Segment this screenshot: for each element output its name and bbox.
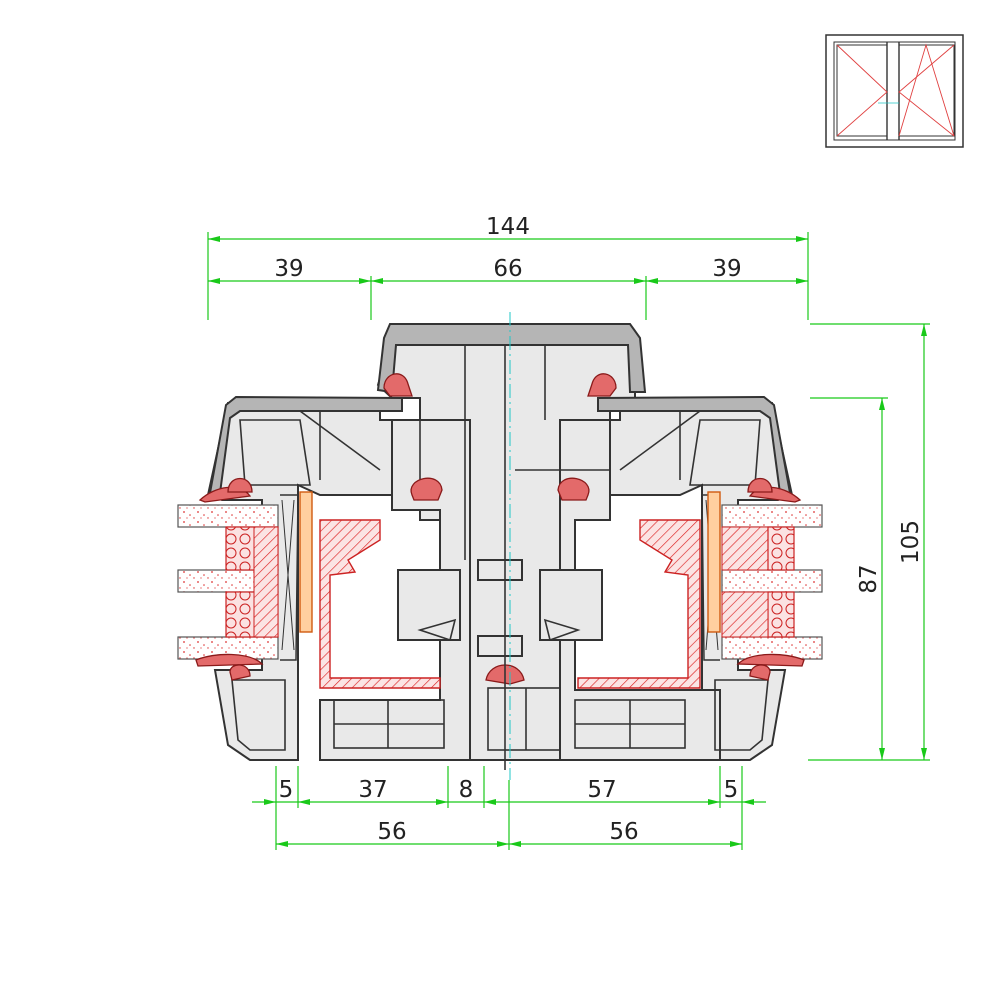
left-steel-reinforcement	[319, 519, 441, 689]
profile-chamber-ribs	[231, 345, 769, 751]
profile-section	[177, 312, 823, 780]
left-glazing-unit	[177, 491, 313, 661]
dim-height-87: 87	[856, 564, 882, 593]
dim-left-width: 39	[274, 256, 303, 282]
dim-middle-width: 66	[493, 256, 522, 282]
dim-bottom-5-right: 5	[724, 777, 739, 803]
dim-bottom-37: 37	[358, 777, 387, 803]
dim-bottom-5-left: 5	[279, 777, 294, 803]
dim-bottom-56-right: 56	[609, 819, 638, 845]
hardware-detail	[397, 345, 603, 770]
dimension-labels: 144 39 66 39 105 87 5 37 8 57 5 56 56	[274, 214, 924, 845]
right-glazing-unit	[701, 491, 823, 661]
dim-bottom-8: 8	[459, 777, 474, 803]
dim-right-width: 39	[712, 256, 741, 282]
dim-bottom-56-left: 56	[377, 819, 406, 845]
dimension-lines	[207, 232, 930, 850]
dim-overall-width: 144	[486, 214, 530, 240]
gasket-seals	[195, 373, 805, 685]
window-elevation-thumbnail	[825, 34, 964, 148]
dim-bottom-57: 57	[587, 777, 616, 803]
dim-height-105: 105	[898, 520, 924, 564]
right-steel-reinforcement	[577, 519, 701, 689]
